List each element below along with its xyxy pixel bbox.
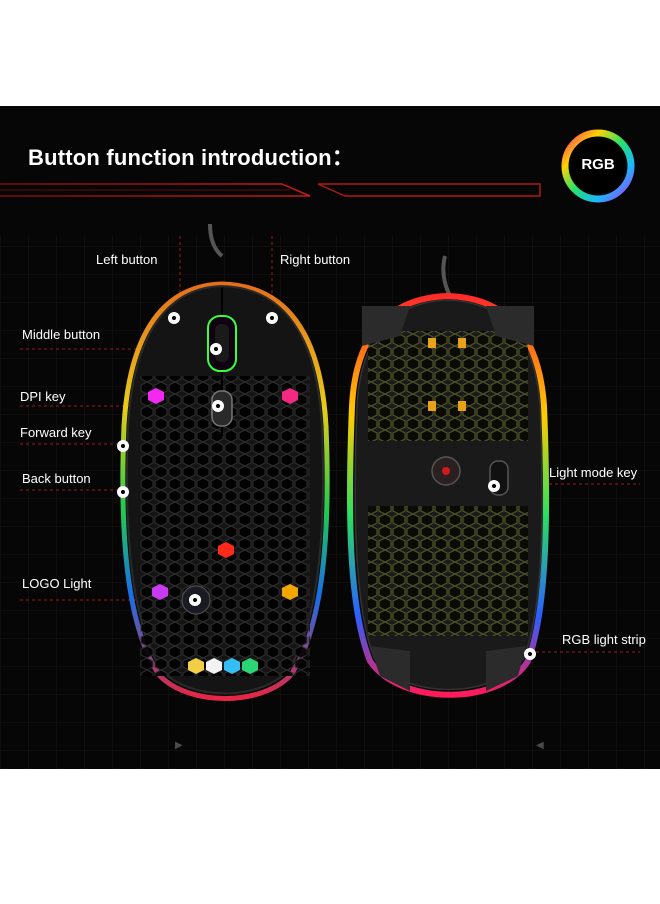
label-left-button: Left button xyxy=(96,252,158,267)
rgb-ring-icon xyxy=(561,129,635,203)
rgb-badge-text: RGB xyxy=(581,156,615,173)
title-underline-right xyxy=(317,183,541,197)
mouse-top-view xyxy=(117,223,330,701)
label-light-mode-key: Light mode key xyxy=(549,465,638,480)
label-forward-key: Forward key xyxy=(20,425,92,440)
label-middle-button: Middle button xyxy=(22,327,101,342)
label-back-button: Back button xyxy=(22,471,91,486)
mouse-bottom-view xyxy=(346,255,550,698)
page-title: Button function introduction： xyxy=(28,145,354,170)
label-rgb-light-strip: RGB light strip xyxy=(562,632,646,647)
product-image-panel: Button function introduction： RGB xyxy=(0,106,660,769)
background-grid xyxy=(0,183,660,769)
label-logo-light: LOGO Light xyxy=(22,576,92,591)
back-arrow-icon: ◀ xyxy=(536,740,544,751)
label-right-button: Right button xyxy=(280,252,351,267)
label-dpi-key: DPI key xyxy=(20,389,66,404)
title-underline-left xyxy=(0,183,311,197)
mouse-illustration xyxy=(20,223,640,701)
play-arrow-icon: ▶ xyxy=(175,740,183,751)
